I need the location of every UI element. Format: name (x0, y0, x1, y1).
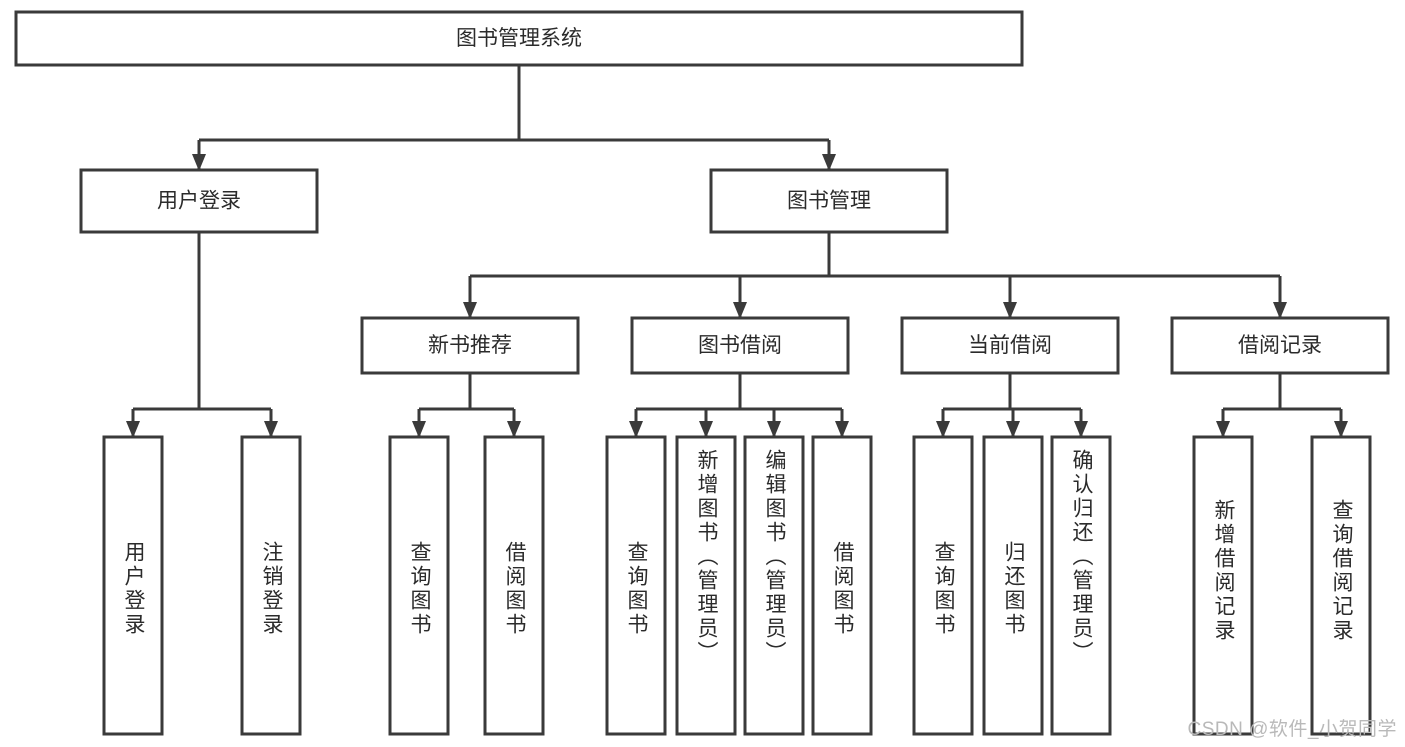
node-leaf-0[interactable] (102, 435, 164, 736)
node-level2-2[interactable] (900, 316, 1120, 375)
arrow-parent-to-leaf-4-1 (1334, 421, 1348, 438)
arrow-parent-to-leaf-2-2 (767, 421, 781, 438)
arrow-parent-to-leaf-2-0 (629, 421, 643, 438)
arrow-parent-to-leaf-2-1 (699, 421, 713, 438)
node-leaf-1[interactable] (240, 435, 302, 736)
arrow-parent-to-leaf-3-2 (1074, 421, 1088, 438)
node-label-level2-0: 新书推荐 (428, 334, 512, 357)
node-level2-0[interactable] (360, 316, 580, 375)
node-root-图书管理系统[interactable] (14, 10, 1024, 67)
arrow-parent-to-leaf-3-1 (1006, 421, 1020, 438)
arrow-level1-to-level2-3 (1273, 302, 1287, 319)
node-leaf-3[interactable] (483, 435, 545, 736)
node-leaf-5[interactable] (675, 435, 737, 736)
arrow-parent-to-leaf-0-0 (126, 421, 140, 438)
node-leaf-8[interactable] (912, 435, 974, 736)
node-level1-1[interactable] (709, 168, 949, 234)
node-leaf-11[interactable] (1192, 435, 1254, 736)
arrow-parent-to-leaf-3-0 (936, 421, 950, 438)
node-leaf-6[interactable] (743, 435, 805, 736)
node-leaf-9[interactable] (982, 435, 1044, 736)
arrow-parent-to-leaf-2-3 (835, 421, 849, 438)
node-label-level1-1: 图书管理 (787, 190, 871, 213)
arrow-root-to-level1-1 (822, 154, 836, 171)
arrow-parent-to-leaf-1-0 (412, 421, 426, 438)
node-leaf-2[interactable] (388, 435, 450, 736)
node-leaf-12[interactable] (1310, 435, 1372, 736)
arrow-parent-to-leaf-4-0 (1216, 421, 1230, 438)
arrow-level1-to-level2-2 (1003, 302, 1017, 319)
node-label-level2-3: 借阅记录 (1238, 334, 1322, 357)
watermark-text: CSDN @软件_小贺同学 (1187, 719, 1397, 740)
node-leaf-7[interactable] (811, 435, 873, 736)
arrow-level1-to-level2-1 (733, 302, 747, 319)
node-label-level2-1: 图书借阅 (698, 334, 782, 357)
node-label-root: 图书管理系统 (456, 27, 582, 50)
arrow-level1-to-level2-0 (463, 302, 477, 319)
node-label-level1-0: 用户登录 (157, 190, 241, 213)
node-leaf-4[interactable] (605, 435, 667, 736)
node-level2-3[interactable] (1170, 316, 1390, 375)
node-level1-0[interactable] (79, 168, 319, 234)
arrow-root-to-level1-0 (192, 154, 206, 171)
connectors-layer (126, 65, 1348, 438)
node-leaf-10[interactable] (1050, 435, 1112, 736)
boxes-layer (14, 10, 1390, 736)
node-label-level2-2: 当前借阅 (968, 334, 1052, 357)
node-level2-1[interactable] (630, 316, 850, 375)
arrow-parent-to-leaf-1-1 (507, 421, 521, 438)
arrow-parent-to-leaf-0-1 (264, 421, 278, 438)
